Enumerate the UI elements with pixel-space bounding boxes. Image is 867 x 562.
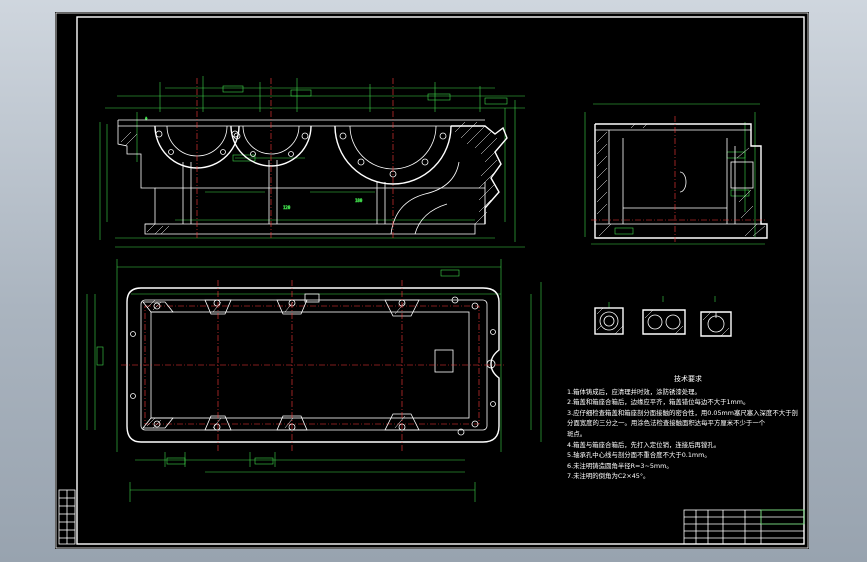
requirement-item: 分面宽度的三分之一。用涂色法检查接触面积达每平方厘米不少于一个 xyxy=(567,419,766,428)
flange-bolt-holes xyxy=(130,296,496,436)
side-view xyxy=(584,103,768,245)
inner-border xyxy=(76,16,805,545)
svg-text:180: 180 xyxy=(355,198,363,203)
top-view xyxy=(86,259,542,502)
svg-text:120: 120 xyxy=(283,205,291,210)
requirement-item: 4.箱盖与箱座合箱后，先打入定位销，连接后再镗孔。 xyxy=(567,440,721,449)
left-margin-table xyxy=(58,489,76,545)
requirement-item: 2.箱盖和箱座合箱后，边缘应平齐，箱盖错位每边不大于1mm。 xyxy=(567,398,750,407)
requirement-item: 5.轴承孔中心线与剖分面不重合度不大于0.1mm。 xyxy=(567,451,711,460)
bolt-holes-front xyxy=(155,130,447,178)
front-view: Φ 120 180 xyxy=(99,76,525,248)
title-block xyxy=(683,509,805,545)
requirement-item: 6.未注明铸造圆角半径R=3~5mm。 xyxy=(567,461,673,470)
technical-requirements: 技术要求 1.箱体铸成后，应清理并时效，涂防锈漆处理。 2.箱盖和箱座合箱后，边… xyxy=(567,374,798,482)
svg-text:Φ: Φ xyxy=(145,116,148,121)
gearbox-housing-drawing: Φ 120 180 xyxy=(55,12,809,549)
top-view-dimensions xyxy=(86,259,542,502)
drawing-sheet: Φ 120 180 xyxy=(55,12,809,549)
requirement-item: 7.未注明的倒角为C2×45°。 xyxy=(567,472,650,481)
front-view-dimensions: Φ 120 180 xyxy=(99,76,525,248)
bearing-bosses xyxy=(142,293,454,431)
requirement-item: 1.箱体铸成后，应清理并时效，涂防锈漆处理。 xyxy=(567,387,701,396)
technical-requirements-title: 技术要求 xyxy=(674,375,702,383)
outer-border xyxy=(55,12,809,549)
detail-views xyxy=(594,296,732,337)
requirement-item: 斑点。 xyxy=(567,429,587,438)
requirement-item: 3.应仔细检查箱盖和箱座剖分面接触的密合性，用0.05mm塞尺塞入深度不大于剖 xyxy=(567,408,798,417)
